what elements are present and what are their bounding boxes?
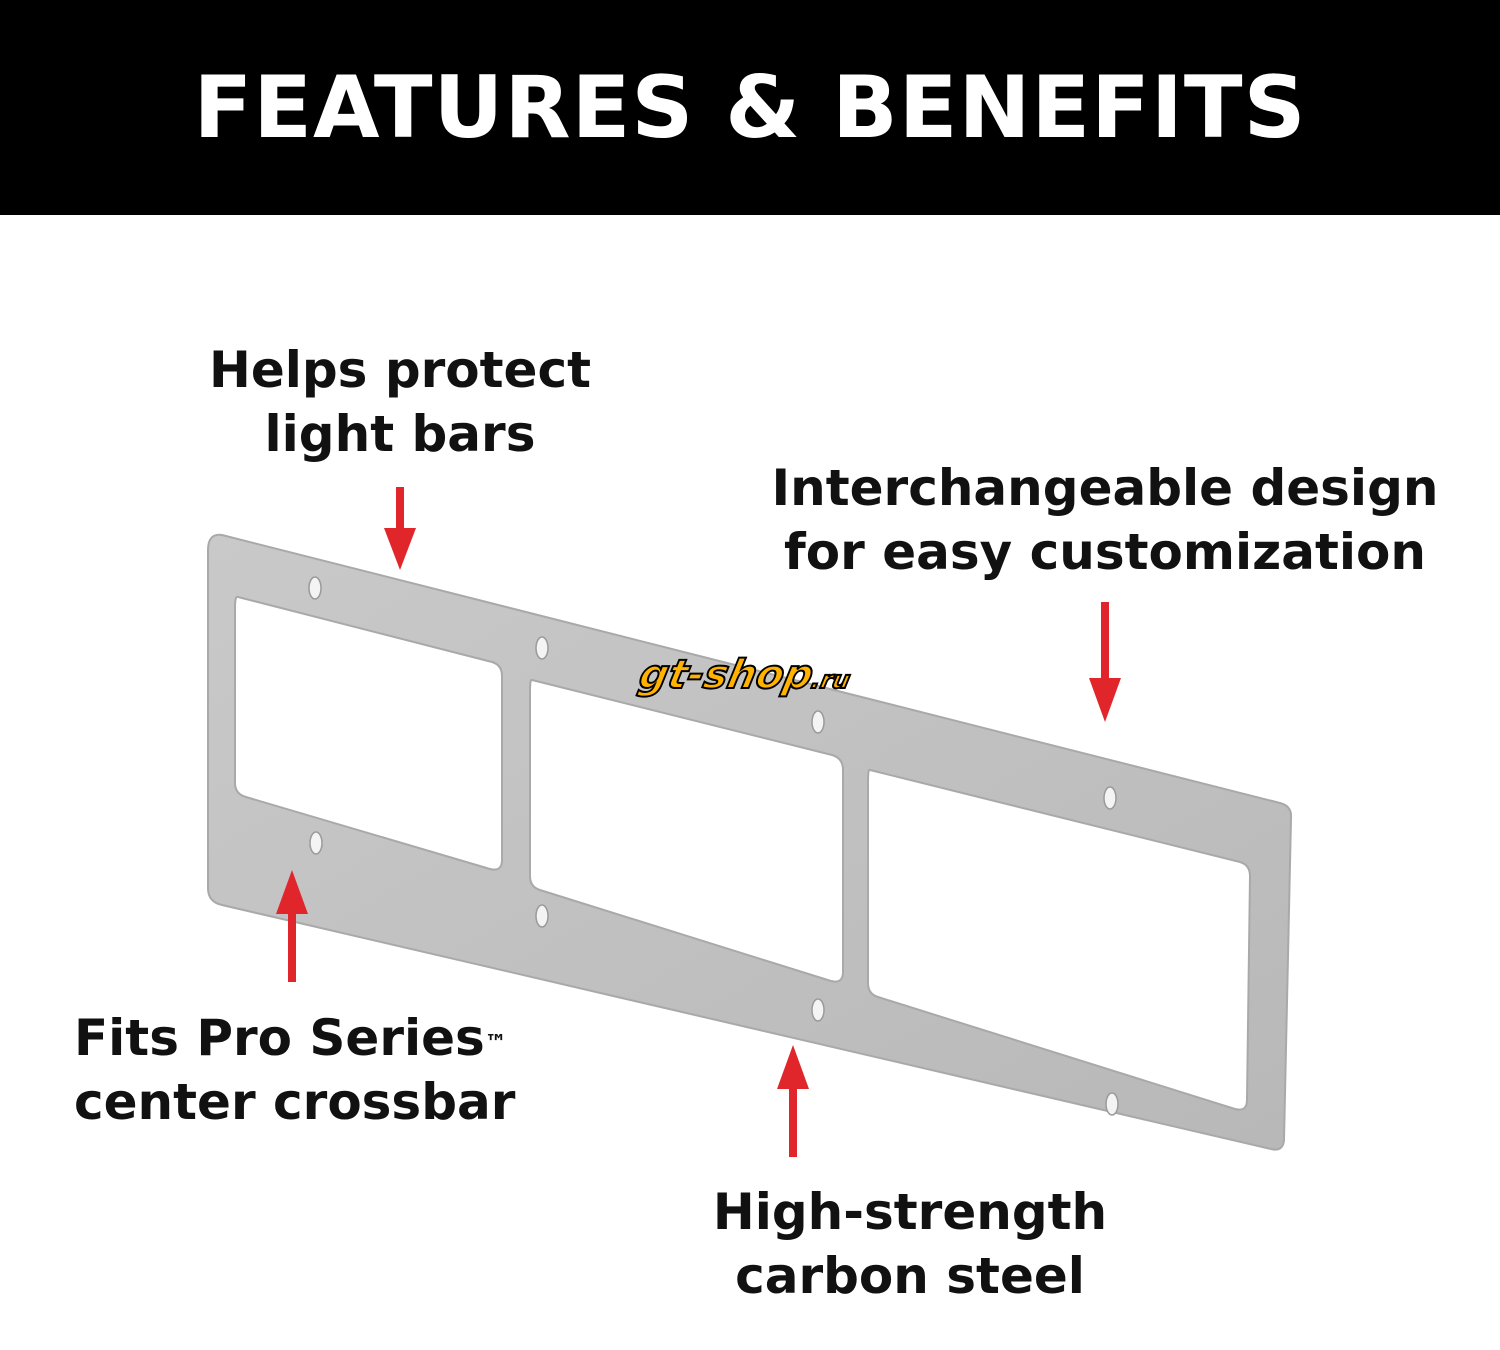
callout-steel: High-strength carbon steel (690, 1180, 1130, 1308)
mounting-hole (811, 998, 825, 1022)
mounting-hole (811, 710, 825, 734)
trademark-symbol: ™ (484, 1031, 507, 1056)
arrow-up-icon (276, 870, 308, 982)
page-title: FEATURES & BENEFITS (193, 57, 1307, 158)
callout-interchangeable: Interchangeable design for easy customiz… (760, 456, 1450, 584)
header-banner: FEATURES & BENEFITS (0, 0, 1500, 215)
callout-protect: Helps protect light bars (190, 338, 610, 466)
callout-line: center crossbar (74, 1073, 516, 1131)
arrow-down-icon (1089, 602, 1121, 722)
mounting-hole (535, 636, 549, 660)
watermark-logo: gt-shop.ru (634, 651, 856, 699)
mounting-hole (535, 904, 549, 928)
callout-line: Fits Pro Series (74, 1009, 485, 1067)
arrow-up-icon (777, 1045, 809, 1157)
arrow-down-icon (384, 487, 416, 570)
mounting-hole (309, 831, 323, 855)
watermark-text: gt-shop (634, 651, 819, 699)
callout-line: High-strength (712, 1183, 1108, 1241)
mounting-hole (1103, 786, 1117, 810)
callout-line: for easy customization (784, 523, 1426, 581)
callout-line: carbon steel (735, 1247, 1085, 1305)
watermark-suffix: .ru (808, 665, 854, 695)
callout-fits: Fits Pro Series™ center crossbar (74, 1006, 594, 1134)
callout-line: Interchangeable design (771, 459, 1439, 517)
callout-line: Helps protect (208, 341, 591, 399)
mounting-hole (1105, 1092, 1119, 1116)
mounting-hole (308, 576, 322, 600)
callout-line: light bars (264, 405, 536, 463)
